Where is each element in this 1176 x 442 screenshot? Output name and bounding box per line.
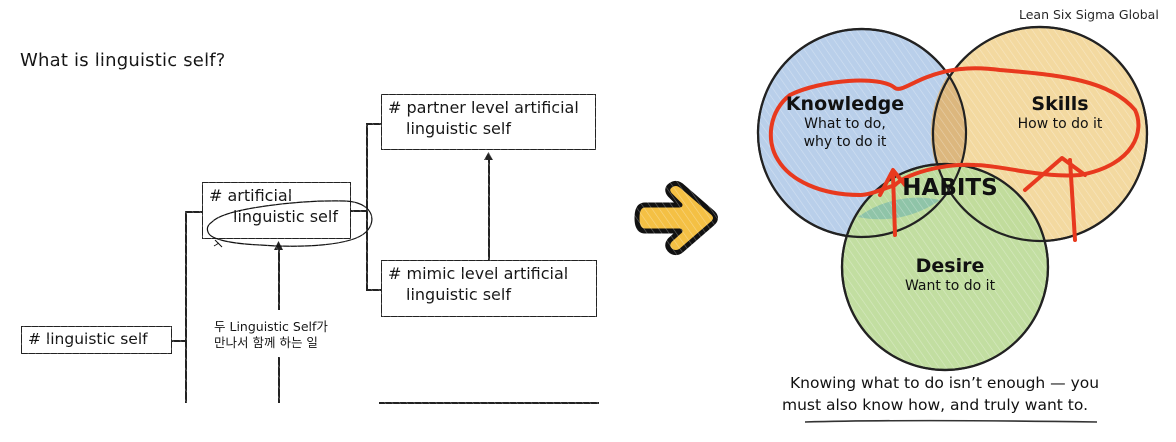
skills-sub-line1: How to do it: [1017, 116, 1103, 132]
red-annotation-loop: [768, 66, 1141, 198]
habits-title: HABITS: [902, 175, 998, 201]
venn-outline-knowledge: [756, 27, 968, 239]
caption-line2: must also know how, and truly want to.: [782, 396, 1089, 414]
caption-underline: [804, 419, 1098, 423]
venn-label-habits: HABITS: [890, 175, 1010, 201]
red-arrow-left: [878, 168, 907, 237]
desire-sub-line1: Want to do it: [904, 278, 996, 294]
knowledge-sub-line2: why to do it: [803, 134, 887, 150]
red-arrow-right: [1023, 156, 1087, 242]
venn-label-knowledge: Knowledge What to do, why to do it: [780, 93, 910, 151]
knowledge-sub-line1: What to do,: [804, 116, 886, 132]
venn-label-desire: Desire Want to do it: [885, 255, 1015, 295]
venn-outline-desire: [840, 162, 1050, 372]
venn-caption: Knowing what to do isn’t enough — you mu…: [782, 372, 1100, 416]
venn-label-skills: Skills How to do it: [995, 93, 1125, 133]
venn-outline-skills: [931, 25, 1149, 243]
skills-title: Skills: [1031, 93, 1089, 115]
desire-title: Desire: [915, 255, 985, 277]
caption-line1: Knowing what to do isn’t enough — you: [790, 374, 1100, 392]
knowledge-title: Knowledge: [785, 93, 905, 115]
